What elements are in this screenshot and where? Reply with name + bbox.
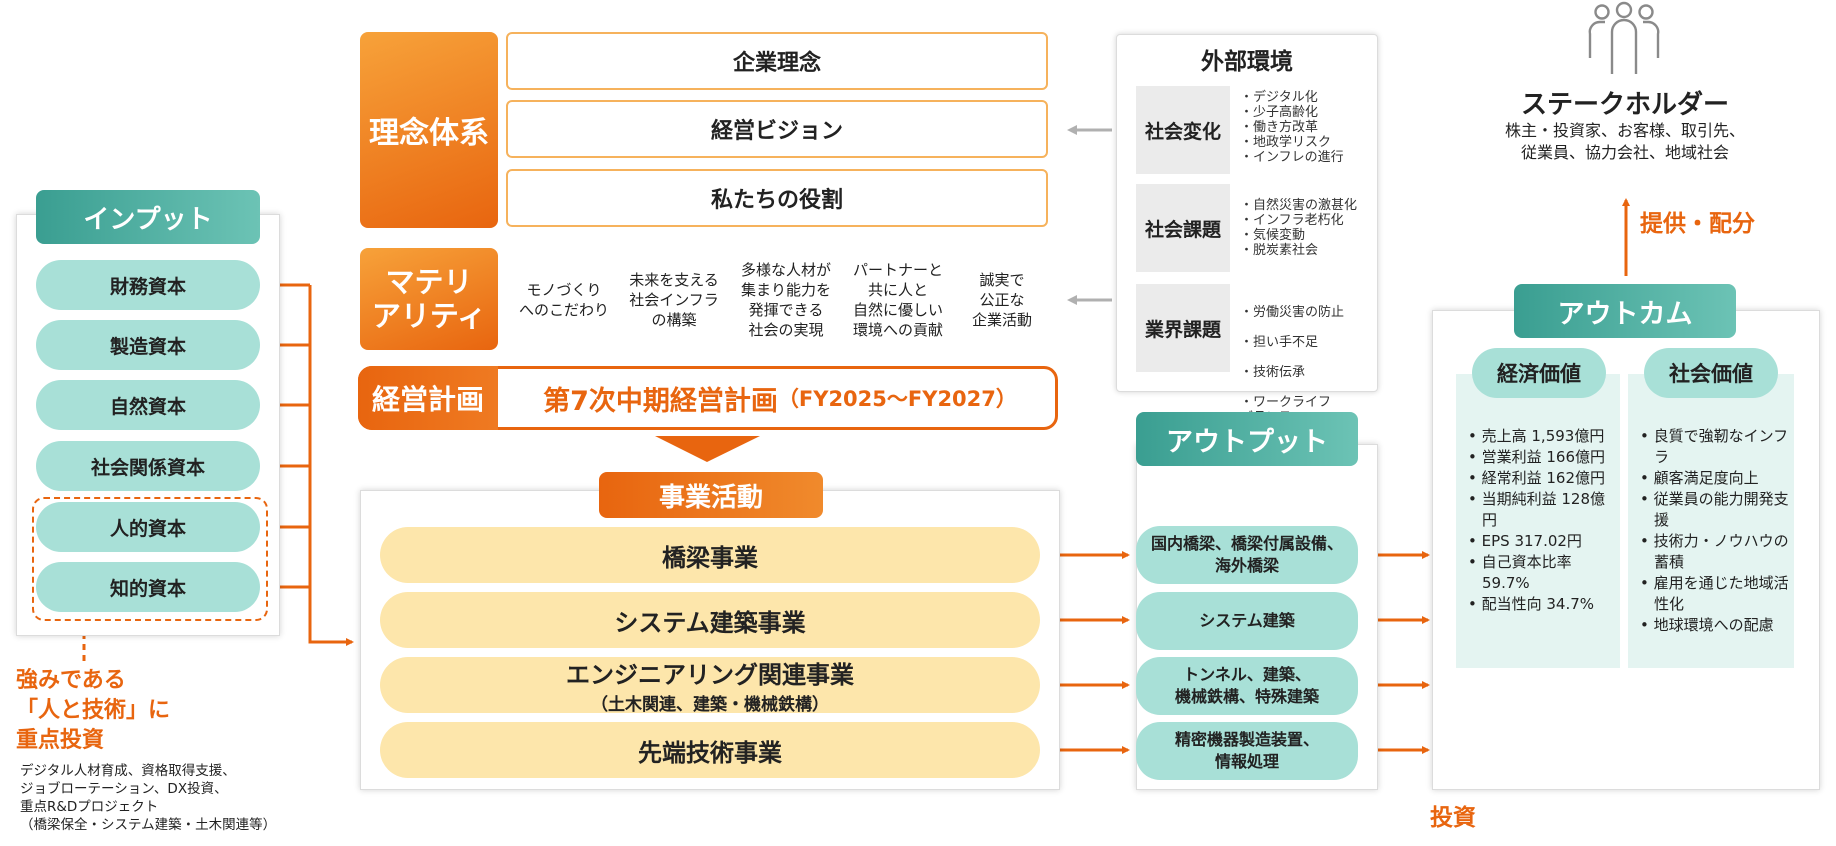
output-item-bridge: 国内橋梁、橋梁付属設備、 海外橋梁 bbox=[1136, 526, 1358, 584]
economic-value-list: 売上高 1,593億円 営業利益 166億円 経常利益 162億円 当期純利益 … bbox=[1468, 426, 1620, 615]
focus-description: デジタル人材育成、資格取得支援、 ジョブローテーション、DX投資、 重点R&Dプ… bbox=[20, 763, 277, 833]
external-label-social-change: 社会変化 bbox=[1136, 86, 1230, 174]
economic-value-item: 当期純利益 128億円 bbox=[1468, 489, 1620, 531]
stakeholder-description: 株主・投資家、お客様、取引先、 従業員、協力会社、地域社会 bbox=[1504, 121, 1745, 162]
outcome-title: アウトカム bbox=[1514, 284, 1736, 338]
external-list-item: 担い手不足 bbox=[1240, 335, 1374, 350]
focus-title: 強みである 「人と技術」に 重点投資 bbox=[16, 668, 171, 753]
business-item-sub: （土木関連、建築・機械鉄構） bbox=[591, 695, 829, 715]
materiality-item-craftsmanship: モノづくり へのこだわり bbox=[518, 281, 609, 319]
business-item-name: 橋梁事業 bbox=[662, 543, 758, 572]
business-item-advanced-technology: 先端技術事業 bbox=[380, 722, 1040, 778]
economic-value-item: EPS 317.02円 bbox=[1468, 531, 1620, 552]
social-value-item: 雇用を通じた地域活性化 bbox=[1640, 573, 1794, 615]
business-item-bridge: 橋梁事業 bbox=[380, 527, 1040, 583]
external-label-industry-issues: 業界課題 bbox=[1136, 284, 1230, 372]
external-list-item: インフラ老朽化 bbox=[1240, 213, 1374, 228]
economic-value-item: 自己資本比率 59.7% bbox=[1468, 552, 1620, 594]
philosophy-item-vision: 経営ビジョン bbox=[506, 100, 1048, 158]
external-environment-arrows bbox=[1067, 125, 1112, 305]
economic-value-item: 経常利益 162億円 bbox=[1468, 468, 1620, 489]
focus-dashed-frame bbox=[32, 497, 268, 621]
external-list-social-issues: 自然災害の激甚化 インフラ老朽化 気候変動 脱炭素社会 bbox=[1240, 198, 1374, 258]
external-list-item: 労働災害の防止 bbox=[1240, 305, 1374, 320]
output-item-precision-equipment: 精密機器製造装置、 情報処理 bbox=[1136, 722, 1358, 780]
external-list-item: 働き方改革 bbox=[1240, 120, 1374, 135]
social-value-item: 技術力・ノウハウの蓄積 bbox=[1640, 531, 1794, 573]
capital-item-natural: 自然資本 bbox=[36, 380, 260, 430]
economic-value-item: 配当性向 34.7% bbox=[1468, 594, 1620, 615]
capital-item-manufactured: 製造資本 bbox=[36, 320, 260, 370]
capital-item-social: 社会関係資本 bbox=[36, 441, 260, 491]
capital-item-intellectual: 知的資本 bbox=[36, 562, 260, 612]
provide-label: 提供・配分 bbox=[1640, 211, 1755, 237]
materiality-item-infrastructure: 未来を支える 社会インフラ の構築 bbox=[629, 271, 719, 329]
external-list-item: 地政学リスク bbox=[1240, 135, 1374, 150]
stakeholders-icon bbox=[1588, 1, 1660, 74]
materiality-item-diversity: 多様な人材が 集まり能力を 発揮できる 社会の実現 bbox=[740, 261, 831, 339]
external-title: 外部環境 bbox=[1201, 49, 1293, 75]
social-value-list: 良質で強靭なインフラ 顧客満足度向上 従業員の能力開発支援 技術力・ノウハウの蓄… bbox=[1640, 426, 1794, 636]
philosophy-item-corporate-philosophy: 企業理念 bbox=[506, 32, 1048, 90]
plan-label: 経営計画 bbox=[358, 366, 498, 430]
economic-value-item: 売上高 1,593億円 bbox=[1468, 426, 1620, 447]
invest-label: 投資 bbox=[1430, 805, 1476, 831]
plan-period: （FY2025～FY2027） bbox=[777, 387, 1017, 411]
input-to-business-connector bbox=[262, 283, 354, 646]
stakeholder-title: ステークホルダー bbox=[1520, 90, 1729, 120]
social-value-item: 地球環境への配慮 bbox=[1640, 615, 1794, 636]
external-list-social-change: デジタル化 少子高齢化 働き方改革 地政学リスク インフレの進行 bbox=[1240, 90, 1374, 165]
materiality-item-integrity: 誠実で 公正な 企業活動 bbox=[971, 271, 1032, 329]
business-item-name: 先端技術事業 bbox=[638, 738, 782, 767]
economic-value-title: 経済価値 bbox=[1472, 348, 1606, 398]
external-label-social-issues: 社会課題 bbox=[1136, 184, 1230, 272]
philosophy-item-our-role: 私たちの役割 bbox=[506, 169, 1048, 227]
external-list-item: 自然災害の激甚化 bbox=[1240, 198, 1374, 213]
plan-down-triangle bbox=[655, 436, 760, 462]
social-value-title: 社会価値 bbox=[1644, 348, 1778, 398]
output-item-tunnel-construction: トンネル、建築、 機械鉄構、特殊建築 bbox=[1136, 657, 1358, 715]
external-list-item: デジタル化 bbox=[1240, 90, 1374, 105]
philosophy-label: 理念体系 bbox=[360, 32, 498, 228]
social-value-item: 良質で強靭なインフラ bbox=[1640, 426, 1794, 468]
external-list-item: 技術伝承 bbox=[1240, 365, 1374, 380]
plan-content: 第7次中期経営計画 （FY2025～FY2027） bbox=[510, 366, 1050, 430]
social-value-item: 従業員の能力開発支援 bbox=[1640, 489, 1794, 531]
output-item-system-building: システム建築 bbox=[1136, 592, 1358, 650]
capital-item-financial: 財務資本 bbox=[36, 260, 260, 310]
plan-name: 第7次中期経営計画 bbox=[543, 385, 778, 417]
input-title: インプット bbox=[36, 190, 260, 244]
business-item-system-building: システム建築事業 bbox=[380, 592, 1040, 648]
materiality-label: マテリ アリティ bbox=[360, 248, 498, 350]
output-title: アウトプット bbox=[1136, 412, 1358, 466]
capital-item-human: 人的資本 bbox=[36, 502, 260, 552]
business-title: 事業活動 bbox=[599, 472, 823, 518]
social-value-item: 顧客満足度向上 bbox=[1640, 468, 1794, 489]
business-item-name: エンジニアリング関連事業 bbox=[566, 661, 854, 689]
external-list-item: インフレの進行 bbox=[1240, 150, 1374, 165]
economic-value-item: 営業利益 166億円 bbox=[1468, 447, 1620, 468]
business-item-name: システム建築事業 bbox=[614, 608, 806, 637]
external-list-item: 少子高齢化 bbox=[1240, 105, 1374, 120]
business-item-engineering: エンジニアリング関連事業 （土木関連、建築・機械鉄構） bbox=[380, 657, 1040, 715]
external-list-item: 脱炭素社会 bbox=[1240, 243, 1374, 258]
materiality-item-environment: パートナーと 共に人と 自然に優しい 環境への貢献 bbox=[852, 261, 943, 339]
external-list-item: 気候変動 bbox=[1240, 228, 1374, 243]
